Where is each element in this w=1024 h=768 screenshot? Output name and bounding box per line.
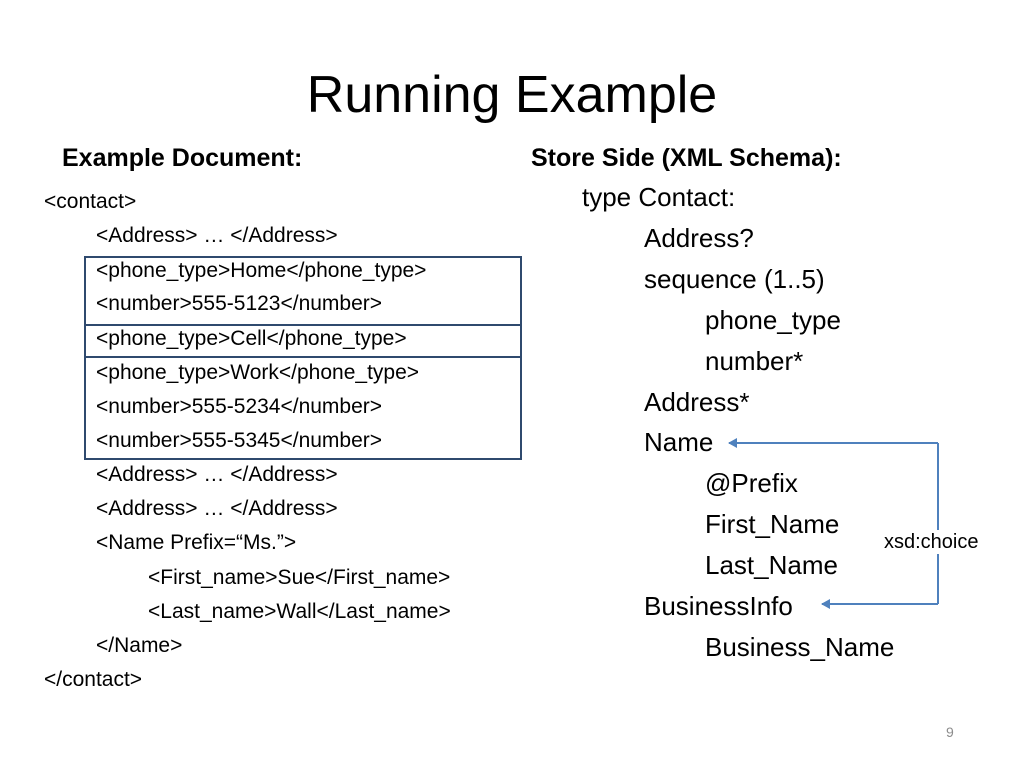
schema-line-number: number* [705,346,804,376]
doc-line-first-name: <First_name>Sue</First_name> [148,566,451,589]
doc-line-number-5234: <number>555-5234</number> [96,395,383,418]
doc-line-phone-type-work: <phone_type>Work</phone_type> [96,361,420,384]
schema-line-first-name: First_Name [705,509,840,539]
doc-line-last-name: <Last_name>Wall</Last_name> [148,600,451,623]
schema-line-type-contact: type Contact: [582,182,736,212]
doc-line-number-5123: <number>555-5123</number> [96,292,383,315]
example-document-heading: Example Document: [62,144,303,172]
schema-line-prefix: @Prefix [705,468,798,498]
doc-line-name-close: </Name> [96,634,183,657]
schema-line-last-name: Last_Name [705,550,838,580]
page-number: 9 [946,724,954,740]
doc-line-phone-type-home: <phone_type>Home</phone_type> [96,259,427,282]
schema-line-address-optional: Address? [644,223,754,253]
store-side-heading: Store Side (XML Schema): [531,144,842,172]
doc-line-address: <Address> … </Address> [96,224,338,247]
schema-line-address-star: Address* [644,387,750,417]
schema-line-name: Name [644,427,714,457]
schema-line-business-name: Business_Name [705,632,895,662]
schema-line-sequence: sequence (1..5) [644,264,825,294]
phone-group-box-work [84,356,522,460]
doc-line-contact-close: </contact> [44,668,143,691]
doc-line-address: <Address> … </Address> [96,497,338,520]
doc-line-name-open: <Name Prefix=“Ms.”> [96,531,297,554]
doc-line-number-5345: <number>555-5345</number> [96,429,383,452]
doc-line-address: <Address> … </Address> [96,463,338,486]
xsd-choice-label: xsd:choice [884,530,979,554]
schema-line-phone-type: phone_type [705,305,841,335]
schema-line-business-info: BusinessInfo [644,591,793,621]
doc-line-phone-type-cell: <phone_type>Cell</phone_type> [96,327,407,350]
doc-line-contact-open: <contact> [44,190,137,213]
slide-title: Running Example [306,66,718,124]
